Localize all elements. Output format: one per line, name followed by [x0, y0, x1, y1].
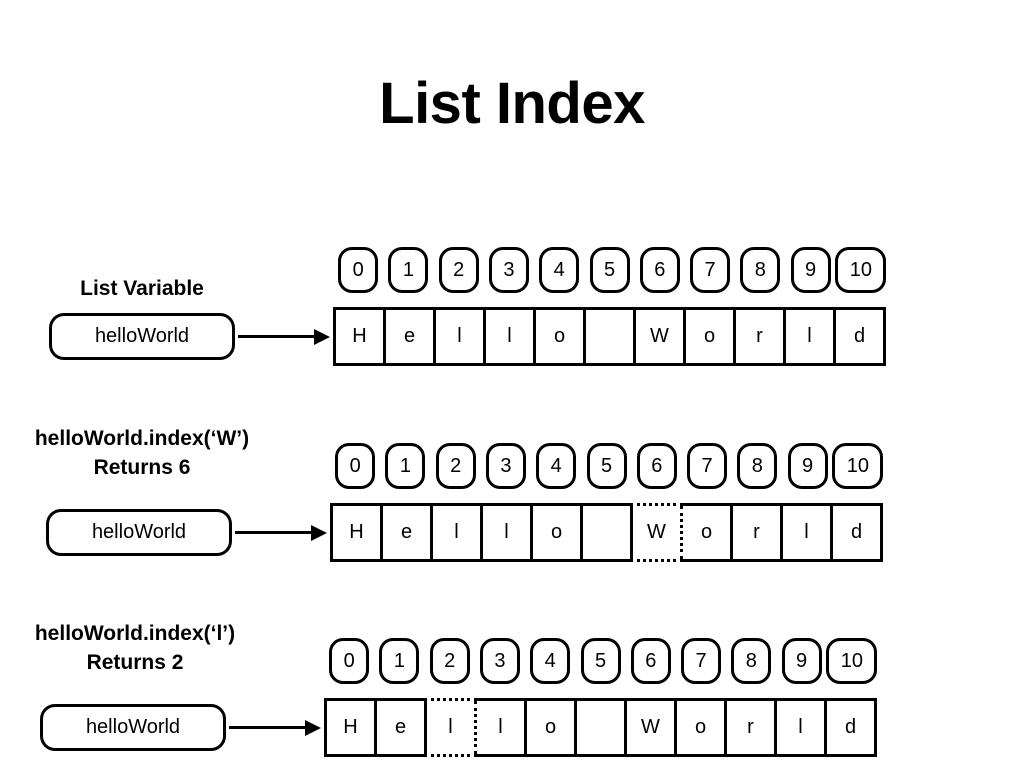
index-bubble: 3: [479, 638, 520, 684]
list-cell: l: [483, 506, 533, 559]
index-bubble: 6: [636, 443, 677, 489]
index-bubble: 0: [329, 638, 370, 684]
index-bubble: 6: [639, 247, 680, 293]
index-bubble: 4: [530, 638, 571, 684]
index-bubble: 10: [826, 638, 878, 684]
list-variable-box: helloWorld: [40, 704, 226, 751]
list-cell: l: [486, 310, 536, 363]
list-cell: l: [786, 310, 836, 363]
index-bubble: 2: [435, 443, 476, 489]
index-bubble: 5: [586, 443, 627, 489]
list-cell: H: [336, 310, 386, 363]
index-bubble: 7: [690, 247, 731, 293]
list-variable-box: helloWorld: [46, 509, 232, 556]
index-bubble: 1: [388, 247, 429, 293]
index-bubble: 1: [385, 443, 426, 489]
list-cell: r: [727, 701, 777, 754]
row-caption: helloWorld.index(‘W’) Returns 6: [7, 424, 277, 482]
list-cell: H: [333, 506, 383, 559]
list-cell: e: [386, 310, 436, 363]
list-cell: o: [533, 506, 583, 559]
list-cell: [583, 506, 633, 559]
list-variable-box: helloWorld: [49, 313, 235, 360]
index-bubble: 9: [787, 443, 828, 489]
list-cell: o: [536, 310, 586, 363]
index-bubble: 2: [429, 638, 470, 684]
index-bubble: 2: [438, 247, 479, 293]
index-bubble: 7: [681, 638, 722, 684]
list-cell: o: [683, 506, 733, 559]
highlighted-list-cell: W: [630, 503, 683, 562]
index-bubble: 0: [335, 443, 376, 489]
index-bubble: 0: [338, 247, 379, 293]
caption-result-line: Returns 2: [86, 651, 184, 674]
list-cell: r: [736, 310, 786, 363]
list-cell: W: [627, 701, 677, 754]
row-caption: List Variable: [17, 274, 267, 303]
index-bubble: 5: [589, 247, 630, 293]
list-cell: l: [777, 701, 827, 754]
index-bubble: 3: [485, 443, 526, 489]
list-cell: d: [850, 521, 863, 543]
pointer-arrow: [229, 719, 321, 736]
pointer-arrow: [238, 328, 330, 345]
index-bubble: 9: [781, 638, 822, 684]
list-cell: H: [327, 701, 377, 754]
list-cell: [586, 310, 636, 363]
list-cell: e: [383, 506, 433, 559]
index-bubble: 10: [832, 443, 884, 489]
row-caption: helloWorld.index(‘l’) Returns 2: [5, 619, 265, 677]
index-bubble: 8: [740, 247, 781, 293]
list-cell: o: [686, 310, 736, 363]
caption-line: helloWorld.index(‘l’): [34, 622, 236, 645]
list-cell: d: [853, 325, 866, 347]
list-cell: e: [377, 701, 427, 754]
list-cell: W: [636, 310, 686, 363]
list-cell: r: [733, 506, 783, 559]
index-bubble: 10: [835, 247, 887, 293]
list-cell: l: [477, 701, 527, 754]
page-title: List Index: [379, 71, 645, 136]
index-bubble: 6: [630, 638, 671, 684]
index-bubble: 8: [737, 443, 778, 489]
highlighted-list-cell: l: [424, 698, 477, 757]
index-bubble: 7: [687, 443, 728, 489]
pointer-arrow: [235, 524, 327, 541]
list-cell: [577, 701, 627, 754]
list-cell: l: [436, 310, 486, 363]
list-cell: d: [844, 716, 857, 738]
index-bubble: 9: [790, 247, 831, 293]
index-bubble: 1: [379, 638, 420, 684]
caption-result-line: Returns 6: [93, 456, 191, 479]
list-cell: l: [433, 506, 483, 559]
caption-line: helloWorld.index(‘W’): [34, 427, 250, 450]
list-cell: o: [677, 701, 727, 754]
index-bubble: 8: [731, 638, 772, 684]
caption-line: List Variable: [80, 277, 204, 300]
index-bubble: 5: [580, 638, 621, 684]
list-cell: o: [527, 701, 577, 754]
list-cell: l: [783, 506, 833, 559]
index-bubble: 3: [488, 247, 529, 293]
index-bubble: 4: [536, 443, 577, 489]
index-bubble: 4: [539, 247, 580, 293]
